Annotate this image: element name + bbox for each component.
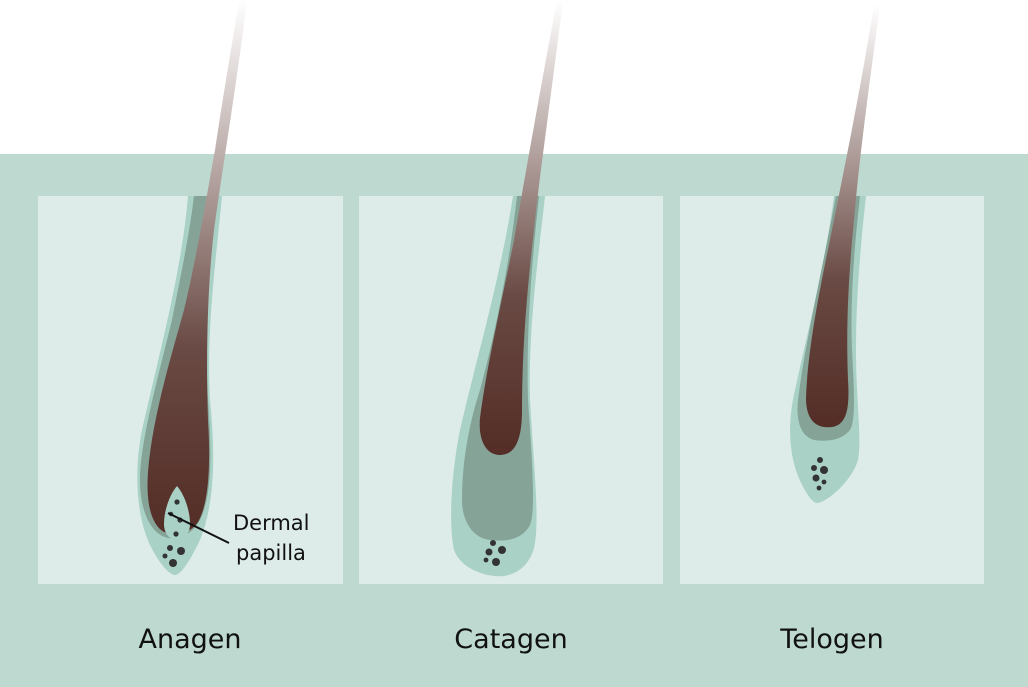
cell — [820, 466, 828, 474]
stage-label-catagen: Catagen — [454, 624, 567, 655]
telogen-hair-shaft — [806, 5, 880, 428]
cell — [483, 557, 489, 563]
papilla-cell — [174, 499, 180, 505]
anagen-follicle — [137, 0, 247, 575]
cell — [817, 457, 823, 463]
cell — [821, 479, 827, 485]
cell — [177, 547, 185, 555]
cell — [811, 465, 817, 471]
catagen-follicle — [451, 0, 563, 577]
cell — [167, 545, 173, 551]
cell — [162, 553, 168, 559]
cell — [485, 548, 493, 556]
cell — [816, 485, 822, 491]
cell — [492, 558, 500, 566]
callout-leader-line — [167, 512, 230, 544]
anagen-dermal-papilla — [164, 486, 190, 540]
callout-label-line1: Dermal — [233, 511, 310, 535]
callout-label-line2: papilla — [236, 541, 306, 565]
cell — [812, 474, 820, 482]
catagen-hair-shaft — [479, 0, 563, 455]
stage-label-anagen: Anagen — [139, 624, 242, 655]
cell — [498, 546, 506, 554]
cell — [169, 559, 177, 567]
papilla-cell — [173, 531, 179, 537]
stage-label-telogen: Telogen — [779, 624, 883, 655]
anagen-hair-shaft — [147, 0, 247, 534]
telogen-follicle — [790, 5, 880, 504]
cell — [490, 540, 496, 546]
